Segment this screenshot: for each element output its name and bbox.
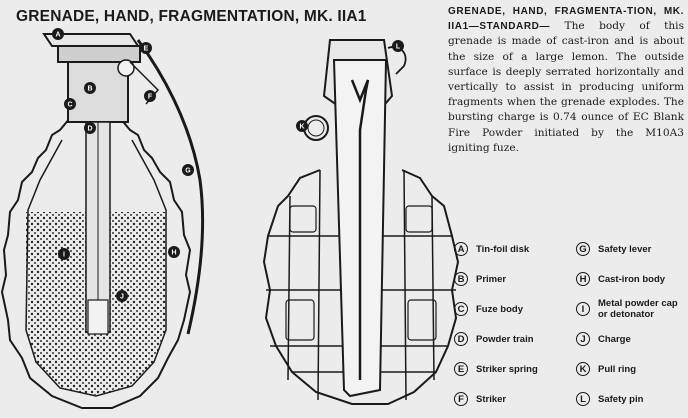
svg-text:B: B — [87, 86, 92, 93]
svg-text:L: L — [396, 44, 401, 51]
callout-g: G — [182, 164, 194, 176]
callout-c: C — [64, 98, 76, 110]
callout-l: L — [392, 40, 404, 52]
callout-markers: A B C D E F G H I J K L — [52, 28, 404, 302]
svg-text:F: F — [148, 94, 153, 101]
exterior-grenade — [262, 39, 460, 405]
callout-a: A — [52, 28, 64, 40]
callout-d: D — [84, 122, 96, 134]
callout-k: K — [296, 120, 308, 132]
svg-text:G: G — [185, 168, 191, 175]
striker-spring — [117, 59, 135, 77]
callout-h: H — [168, 246, 180, 258]
safety-pin — [387, 46, 407, 75]
svg-text:I: I — [63, 252, 65, 259]
exterior-body-outline — [262, 169, 460, 405]
callout-i: I — [58, 248, 70, 260]
description-body: The body of this grenade is made of cast… — [448, 20, 684, 154]
safety-lever — [136, 39, 205, 335]
callout-j: J — [116, 290, 128, 302]
svg-text:K: K — [299, 124, 304, 131]
description-heading: GRENADE, HAND, FRAGMENTA-TION, MK. IIA1—… — [448, 6, 684, 33]
svg-text:H: H — [171, 250, 176, 257]
svg-text:C: C — [67, 102, 72, 109]
cutaway-grenade — [0, 33, 205, 409]
diagram-title: GRENADE, HAND, FRAGMENTATION, MK. IIA1 — [16, 8, 367, 25]
callout-e: E — [140, 42, 152, 54]
callout-b: B — [84, 82, 96, 94]
svg-text:A: A — [55, 32, 60, 39]
svg-text:D: D — [87, 126, 92, 133]
svg-text:E: E — [144, 46, 149, 53]
svg-text:J: J — [120, 294, 124, 301]
cast-iron-body-outline — [0, 117, 192, 409]
detonator — [87, 299, 109, 335]
description-paragraph: GRENADE, HAND, FRAGMENTA-TION, MK. IIA1—… — [448, 4, 684, 156]
callout-f: F — [144, 90, 156, 102]
